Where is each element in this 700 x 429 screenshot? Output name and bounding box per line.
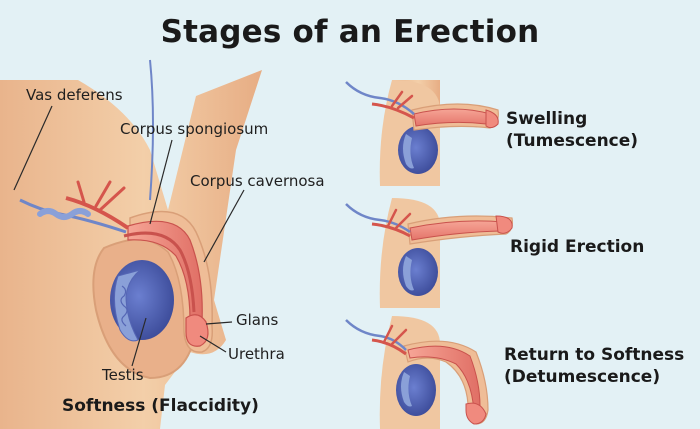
label-corpus-spongiosum: Corpus spongiosum	[120, 120, 269, 138]
corpus-spongiosum	[123, 231, 196, 313]
label-corpus-cavernosa: Corpus cavernosa	[190, 172, 325, 190]
glans	[185, 314, 209, 347]
stage-3-illustration	[345, 316, 489, 429]
caption-flaccidity: Softness (Flaccidity)	[62, 396, 259, 416]
stage-2-label: Rigid Erection	[510, 236, 644, 258]
label-urethra: Urethra	[228, 345, 285, 363]
stage-3-subtitle: (Detumescence)	[504, 367, 661, 387]
stage-3-title: Return to Softness	[504, 345, 685, 365]
epididymis	[114, 269, 141, 342]
stage-1-subtitle: (Tumescence)	[506, 131, 639, 151]
artery	[65, 196, 130, 230]
stage-1-title: Swelling	[506, 109, 588, 129]
flaccid-illustration	[0, 59, 262, 429]
label-glans: Glans	[236, 311, 279, 329]
stage-2-title: Rigid Erection	[510, 237, 645, 257]
leader-lines	[13, 105, 245, 367]
page-title: Stages of an Erection	[160, 14, 540, 50]
stage-3-label: Return to Softness (Detumescence)	[504, 344, 684, 388]
label-testis: Testis	[102, 366, 144, 384]
stage-1-illustration	[345, 80, 499, 186]
stage-2-illustration	[345, 198, 513, 308]
stage-1-label: Swelling (Tumescence)	[506, 108, 638, 152]
label-vas-deferens: Vas deferens	[26, 86, 123, 104]
